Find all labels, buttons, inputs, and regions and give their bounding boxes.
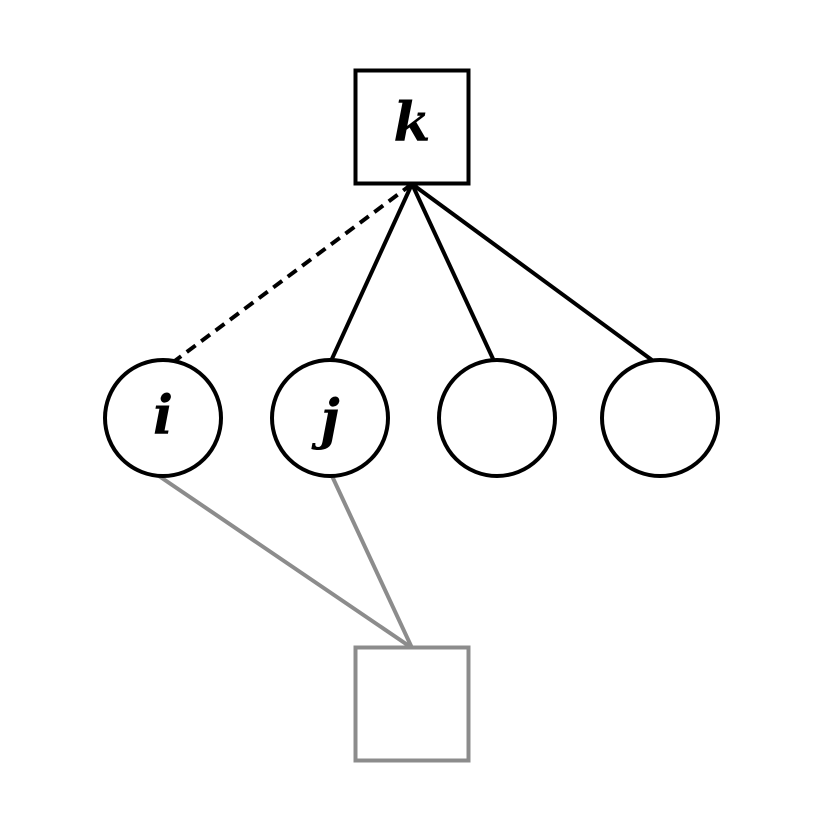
variable-node-4[interactable] bbox=[600, 358, 720, 478]
edge-k-to-var4 bbox=[410, 182, 658, 365]
factor-node-k[interactable]: k bbox=[353, 68, 471, 186]
edge-layer bbox=[154, 182, 658, 650]
variable-node-i[interactable]: i bbox=[103, 358, 223, 478]
edge-k-to-var3 bbox=[410, 183, 496, 362]
variable-node-3[interactable] bbox=[437, 358, 557, 478]
factor-node-bottom[interactable] bbox=[353, 645, 471, 763]
variable-node-i-label: i bbox=[153, 383, 174, 447]
variable-node-4-circle[interactable] bbox=[600, 358, 720, 478]
edge-k-to-j bbox=[329, 183, 414, 362]
variable-node-i-circle[interactable] bbox=[103, 358, 223, 478]
variable-node-3-circle[interactable] bbox=[437, 358, 557, 478]
factor-node-k-label: k bbox=[393, 90, 430, 154]
factor-node-k-square[interactable] bbox=[353, 68, 471, 186]
variable-node-j-circle[interactable] bbox=[270, 358, 390, 478]
edge-k-to-i bbox=[170, 182, 414, 365]
variable-node-j[interactable]: j bbox=[270, 358, 390, 478]
edge-i-to-factor-bottom bbox=[154, 472, 414, 650]
factor-node-bottom-square[interactable] bbox=[353, 645, 471, 763]
edge-j-to-factor-bottom bbox=[330, 475, 414, 649]
